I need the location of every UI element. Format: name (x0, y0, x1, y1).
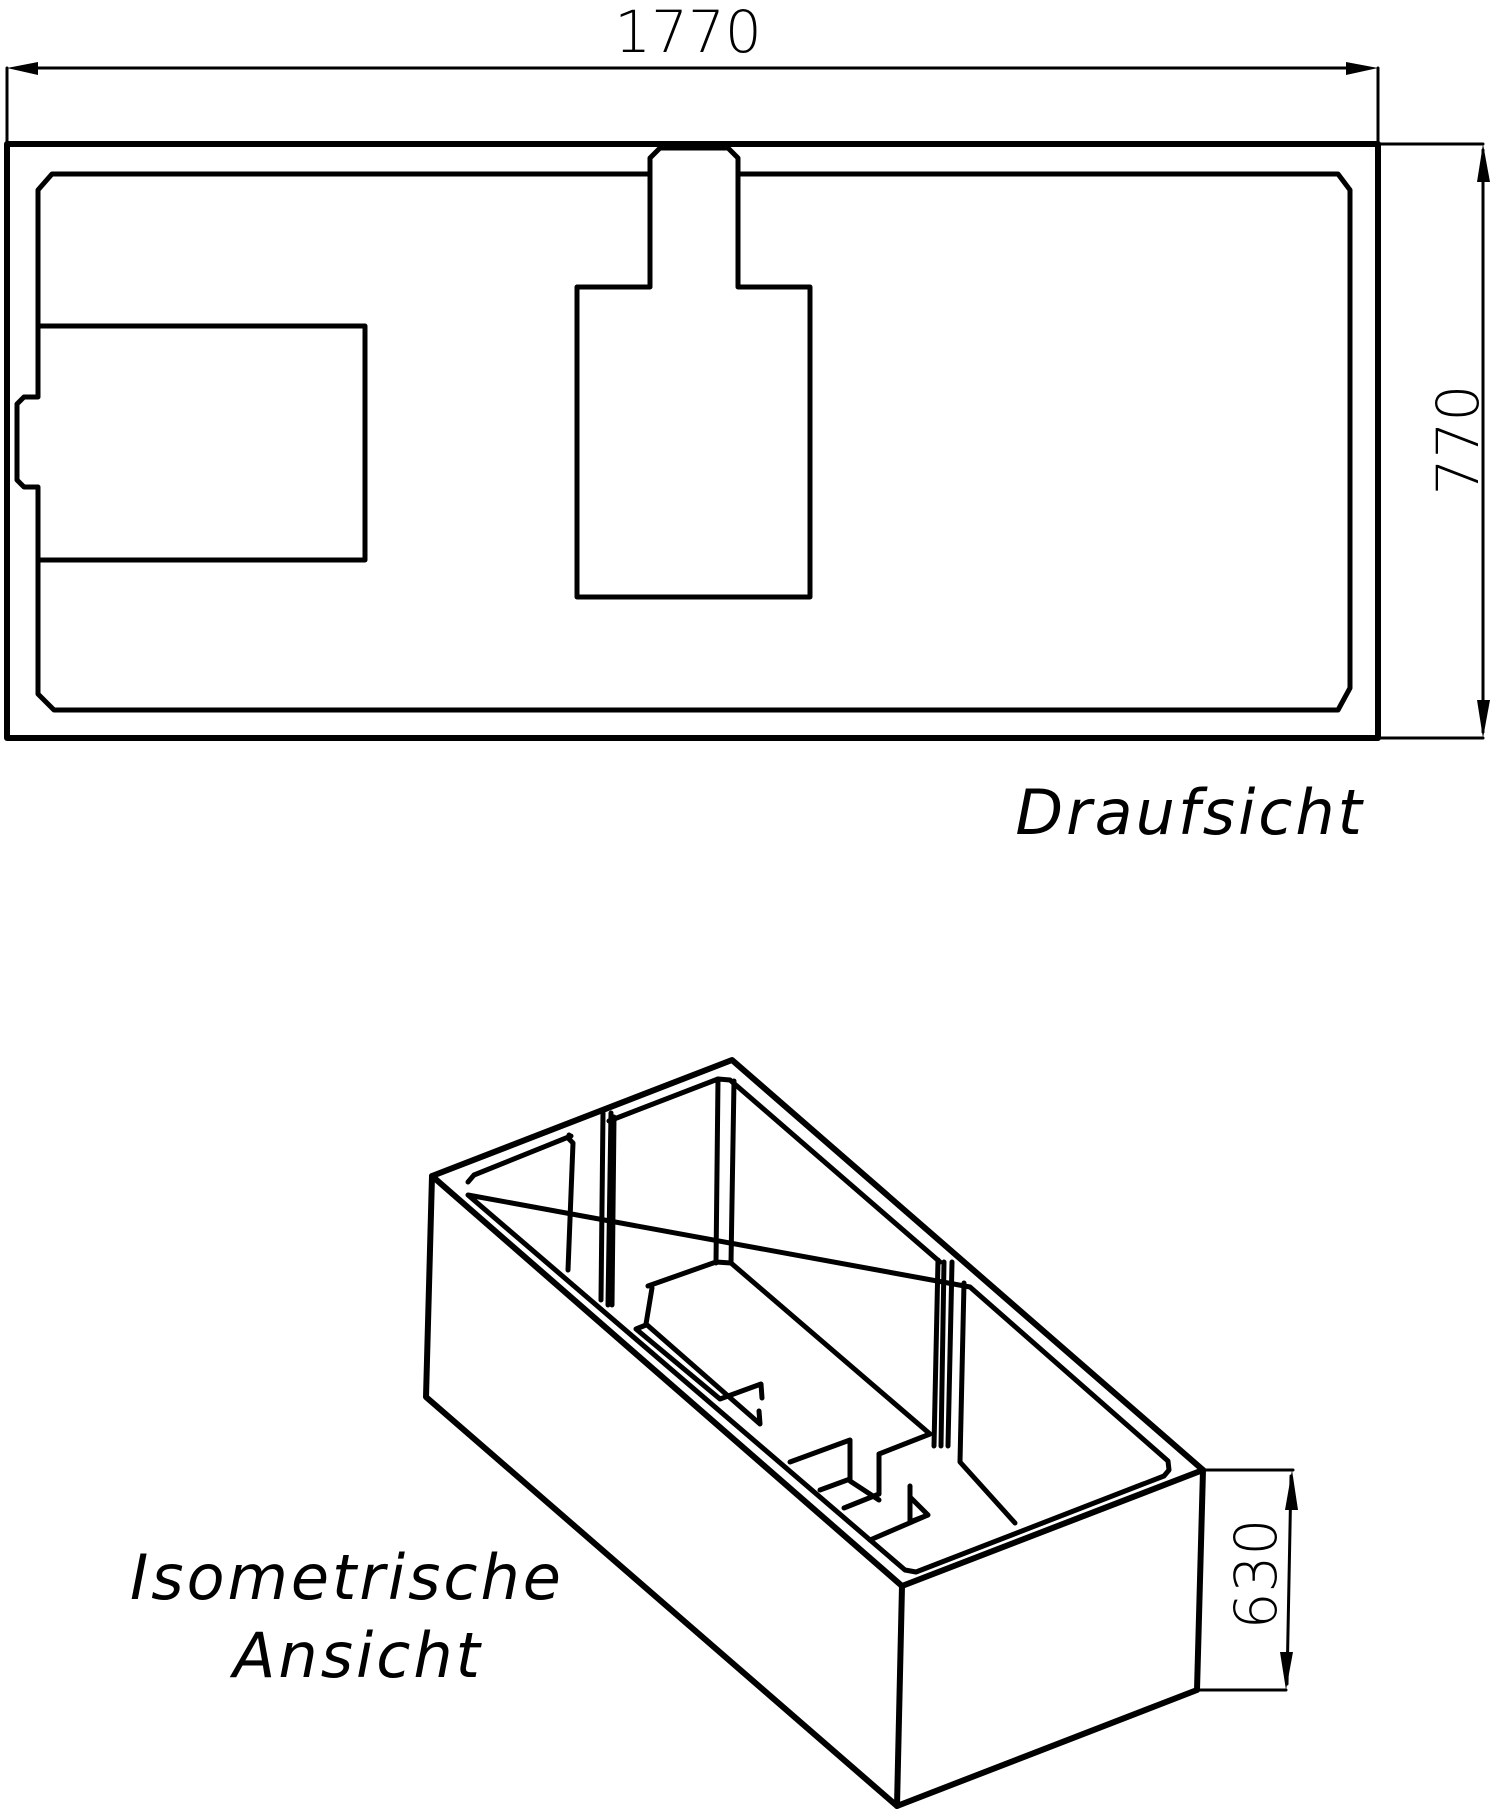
arrow-right-icon (1346, 62, 1378, 75)
dimension-length: 1770 (5, 0, 1380, 727)
iso-seat-front (643, 1285, 763, 1427)
isometric-view: 630 Isometrische Ansicht (130, 1057, 1298, 1809)
iso-inner-rim (465, 1076, 1172, 1575)
iso-seat-ledge (633, 1322, 765, 1402)
top-view: 1770 770 Draufsicht (4, 0, 1492, 849)
dimension-height-label: 630 (1222, 1519, 1290, 1630)
iso-view-title-line1: Isometrische (130, 1541, 564, 1614)
iso-view-title-line2: Ansicht (229, 1619, 483, 1692)
tub-left-step (37, 323, 368, 563)
iso-foot-recess (817, 1476, 931, 1543)
iso-divider-right (931, 1257, 955, 1449)
arrow-left-icon (7, 62, 38, 75)
tub-inner-basin (14, 145, 1353, 713)
iso-seat-block (645, 1259, 933, 1511)
arrow-down-icon (1280, 1652, 1293, 1690)
iso-front-face (423, 1173, 905, 1809)
tub-outer-rim (4, 141, 1381, 741)
dimension-width: 770 (1424, 144, 1492, 738)
tub-center-seat (574, 171, 813, 600)
arrow-down-icon (1477, 700, 1490, 738)
iso-divider-left (565, 1132, 576, 1273)
arrow-up-icon (1477, 144, 1490, 182)
iso-back-post (713, 1076, 737, 1266)
dimension-width-label: 770 (1424, 385, 1492, 496)
top-view-title: Draufsicht (1015, 776, 1365, 849)
arrow-up-icon (1285, 1470, 1298, 1510)
dimension-height: 630 (1195, 1468, 1298, 1692)
iso-foot-step (787, 1437, 882, 1503)
dimension-length-label: 1770 (614, 0, 762, 66)
iso-divider-rib-1 (598, 1110, 617, 1308)
iso-divider-right-2 (957, 1280, 1018, 1526)
